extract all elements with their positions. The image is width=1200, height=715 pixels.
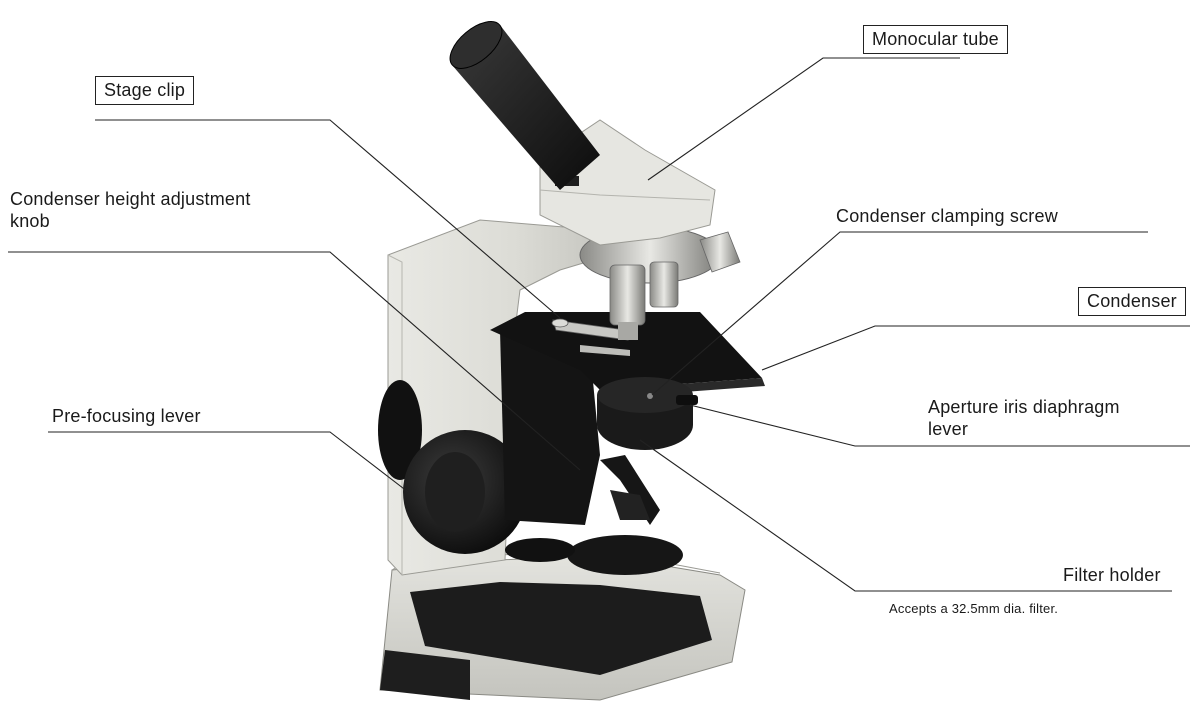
microscope-base: [380, 550, 745, 700]
label-monocular-tube: Monocular tube: [863, 25, 1008, 54]
leader-monocular-tube: [648, 58, 960, 180]
label-stage-clip: Stage clip: [95, 76, 194, 105]
label-pre-focusing-lever: Pre-focusing lever: [52, 405, 201, 427]
filter-holder-note: Accepts a 32.5mm dia. filter.: [889, 598, 1058, 620]
condenser-part: [597, 377, 698, 450]
label-condenser: Condenser: [1078, 287, 1186, 316]
leader-pre-focusing-lever: [48, 432, 412, 495]
label-aperture-iris-lever: Aperture iris diaphragm lever: [928, 396, 1120, 440]
light-port: [567, 535, 683, 575]
label-condenser-clamping-screw: Condenser clamping screw: [836, 205, 1058, 227]
label-condenser-height-knob: Condenser height adjustment knob: [10, 188, 251, 232]
label-filter-holder: Filter holder: [1063, 564, 1161, 586]
eyepiece: [442, 13, 600, 190]
leader-condenser: [762, 326, 1190, 370]
